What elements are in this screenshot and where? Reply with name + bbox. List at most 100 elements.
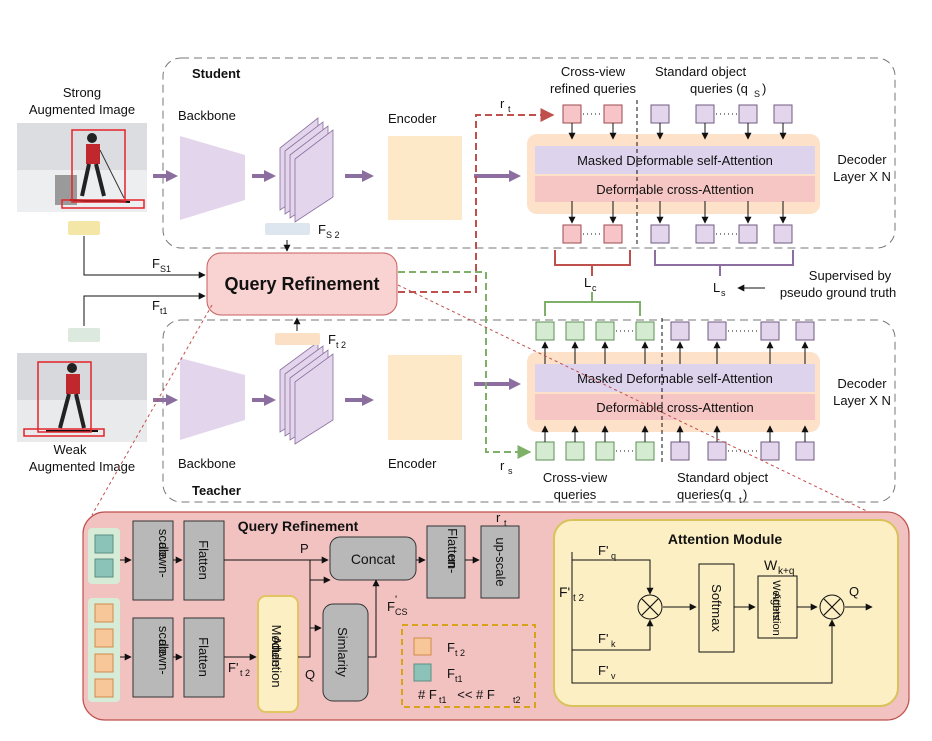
orange-token-group — [88, 598, 120, 702]
query-token — [795, 321, 815, 341]
legend-box — [401, 624, 536, 708]
q-label: Q — [305, 667, 315, 682]
downscale-top-label-2: scale — [156, 529, 171, 559]
fv-label: F' — [598, 663, 608, 678]
query-token — [650, 224, 670, 244]
fcs-sub: CS — [395, 607, 408, 617]
orange-token-3 — [94, 653, 114, 673]
student-standard-sub: S — [754, 89, 760, 99]
query-token — [535, 321, 555, 341]
flatten-top-label: Flatten — [196, 540, 211, 580]
legend-orange-swatch — [413, 637, 432, 656]
attn-panel-arrows — [571, 552, 873, 684]
query-token — [670, 321, 690, 341]
teacher-masked-attn-label: Masked Deformable self-Attention — [577, 371, 773, 386]
attention-weights-box — [757, 575, 798, 639]
supervised-label-1: Supervised by — [809, 268, 892, 283]
student-standard-3: ) — [762, 81, 766, 96]
ft2-attn-sub: t 2 — [573, 593, 585, 604]
query-token — [760, 321, 780, 341]
student-backbone — [180, 136, 245, 220]
legend-rel-3: << # F — [450, 687, 495, 702]
query-token — [595, 441, 615, 461]
fs1-label: F — [152, 256, 160, 271]
legend-rel-4: t2 — [513, 695, 521, 705]
query-token — [535, 441, 555, 461]
query-token — [773, 224, 793, 244]
attention-module-small-2: Module — [269, 625, 284, 668]
ft1-label: F — [152, 298, 160, 313]
zoom-line-right — [397, 284, 876, 516]
teacher-cross-attn-label: Deformable cross-Attention — [596, 400, 754, 415]
supervised-label-2: pseudo ground truth — [780, 285, 896, 300]
student-masked-attn — [535, 146, 815, 174]
student-fs2-tokens — [265, 223, 310, 235]
ft2-label: F — [328, 332, 336, 347]
legend-ft1-sub: t1 — [455, 674, 463, 684]
query-refinement-box — [206, 252, 398, 316]
legend-rel-1: # F — [418, 687, 437, 702]
legend-rel-2: t1 — [439, 695, 447, 705]
teacher-query-grid — [535, 321, 815, 461]
weak-label-1: Weak — [54, 442, 87, 457]
downscale-bottom-box — [132, 617, 174, 698]
weights-label-1: Attention — [770, 592, 782, 635]
unflatten-box — [426, 525, 466, 599]
query-token — [603, 104, 623, 124]
teacher-encoder — [388, 355, 462, 440]
fk-sub: k — [611, 639, 616, 649]
student-decoder-label-1: Decoder — [837, 152, 887, 167]
lc-sub: c — [592, 283, 597, 293]
query-token — [760, 441, 780, 461]
similarity-box — [322, 603, 369, 702]
strong-label-2: Augmented Image — [29, 102, 135, 117]
teacher-feature-maps — [279, 341, 334, 445]
query-refinement-label: Query Refinement — [224, 274, 379, 294]
teacher-decoder-label-2: Layer X N — [833, 393, 891, 408]
query-token — [738, 104, 758, 124]
rt-label: r — [500, 96, 505, 111]
orange-token-1 — [94, 603, 114, 623]
qr-panel-arrows — [120, 556, 480, 661]
ft2-attn-label: F' — [559, 584, 570, 600]
query-token — [773, 104, 793, 124]
student-masked-attn-label: Masked Deformable self-Attention — [577, 153, 773, 168]
query-token — [635, 321, 655, 341]
student-cross-view-1: Cross-view — [561, 64, 626, 79]
teacher-backbone-label: Backbone — [178, 456, 236, 471]
w-sub: k+q — [778, 566, 794, 577]
fq-label: F' — [598, 543, 608, 558]
query-token — [635, 441, 655, 461]
upscale-label: up-scale — [493, 537, 508, 586]
fq-sub: q — [611, 551, 616, 561]
ls-bracket — [654, 250, 794, 266]
concat-label: Concat — [351, 551, 395, 567]
flatten-top-box — [183, 520, 225, 601]
ls-sub: s — [721, 288, 726, 298]
student-cross-view-2: refined queries — [550, 81, 636, 96]
attn-q-label: Q — [849, 584, 859, 599]
teacher-frame — [162, 319, 896, 503]
query-token — [695, 224, 715, 244]
ft1-tokens — [68, 328, 100, 342]
weights-label-2: Weights — [770, 580, 782, 620]
lc-label: L — [584, 275, 591, 290]
lc-bracket-teacher — [544, 301, 641, 316]
upscale-box — [480, 525, 520, 599]
query-token — [603, 224, 623, 244]
fcs-label: F — [387, 599, 395, 614]
attention-module-small-1: Attention — [269, 636, 284, 687]
teacher-standard-1: Standard object — [677, 470, 768, 485]
student-query-grid — [562, 104, 793, 244]
multiply-node-1-cross — [641, 598, 659, 616]
softmax-label: Softmax — [709, 584, 724, 632]
rs-label: r — [500, 458, 505, 473]
zoom-line-left — [91, 304, 213, 516]
fcs-sup: ' — [395, 594, 397, 606]
fs2-label: F — [318, 222, 326, 237]
student-standard-1: Standard object — [655, 64, 746, 79]
fv-sub: v — [611, 671, 616, 681]
query-token — [562, 224, 582, 244]
